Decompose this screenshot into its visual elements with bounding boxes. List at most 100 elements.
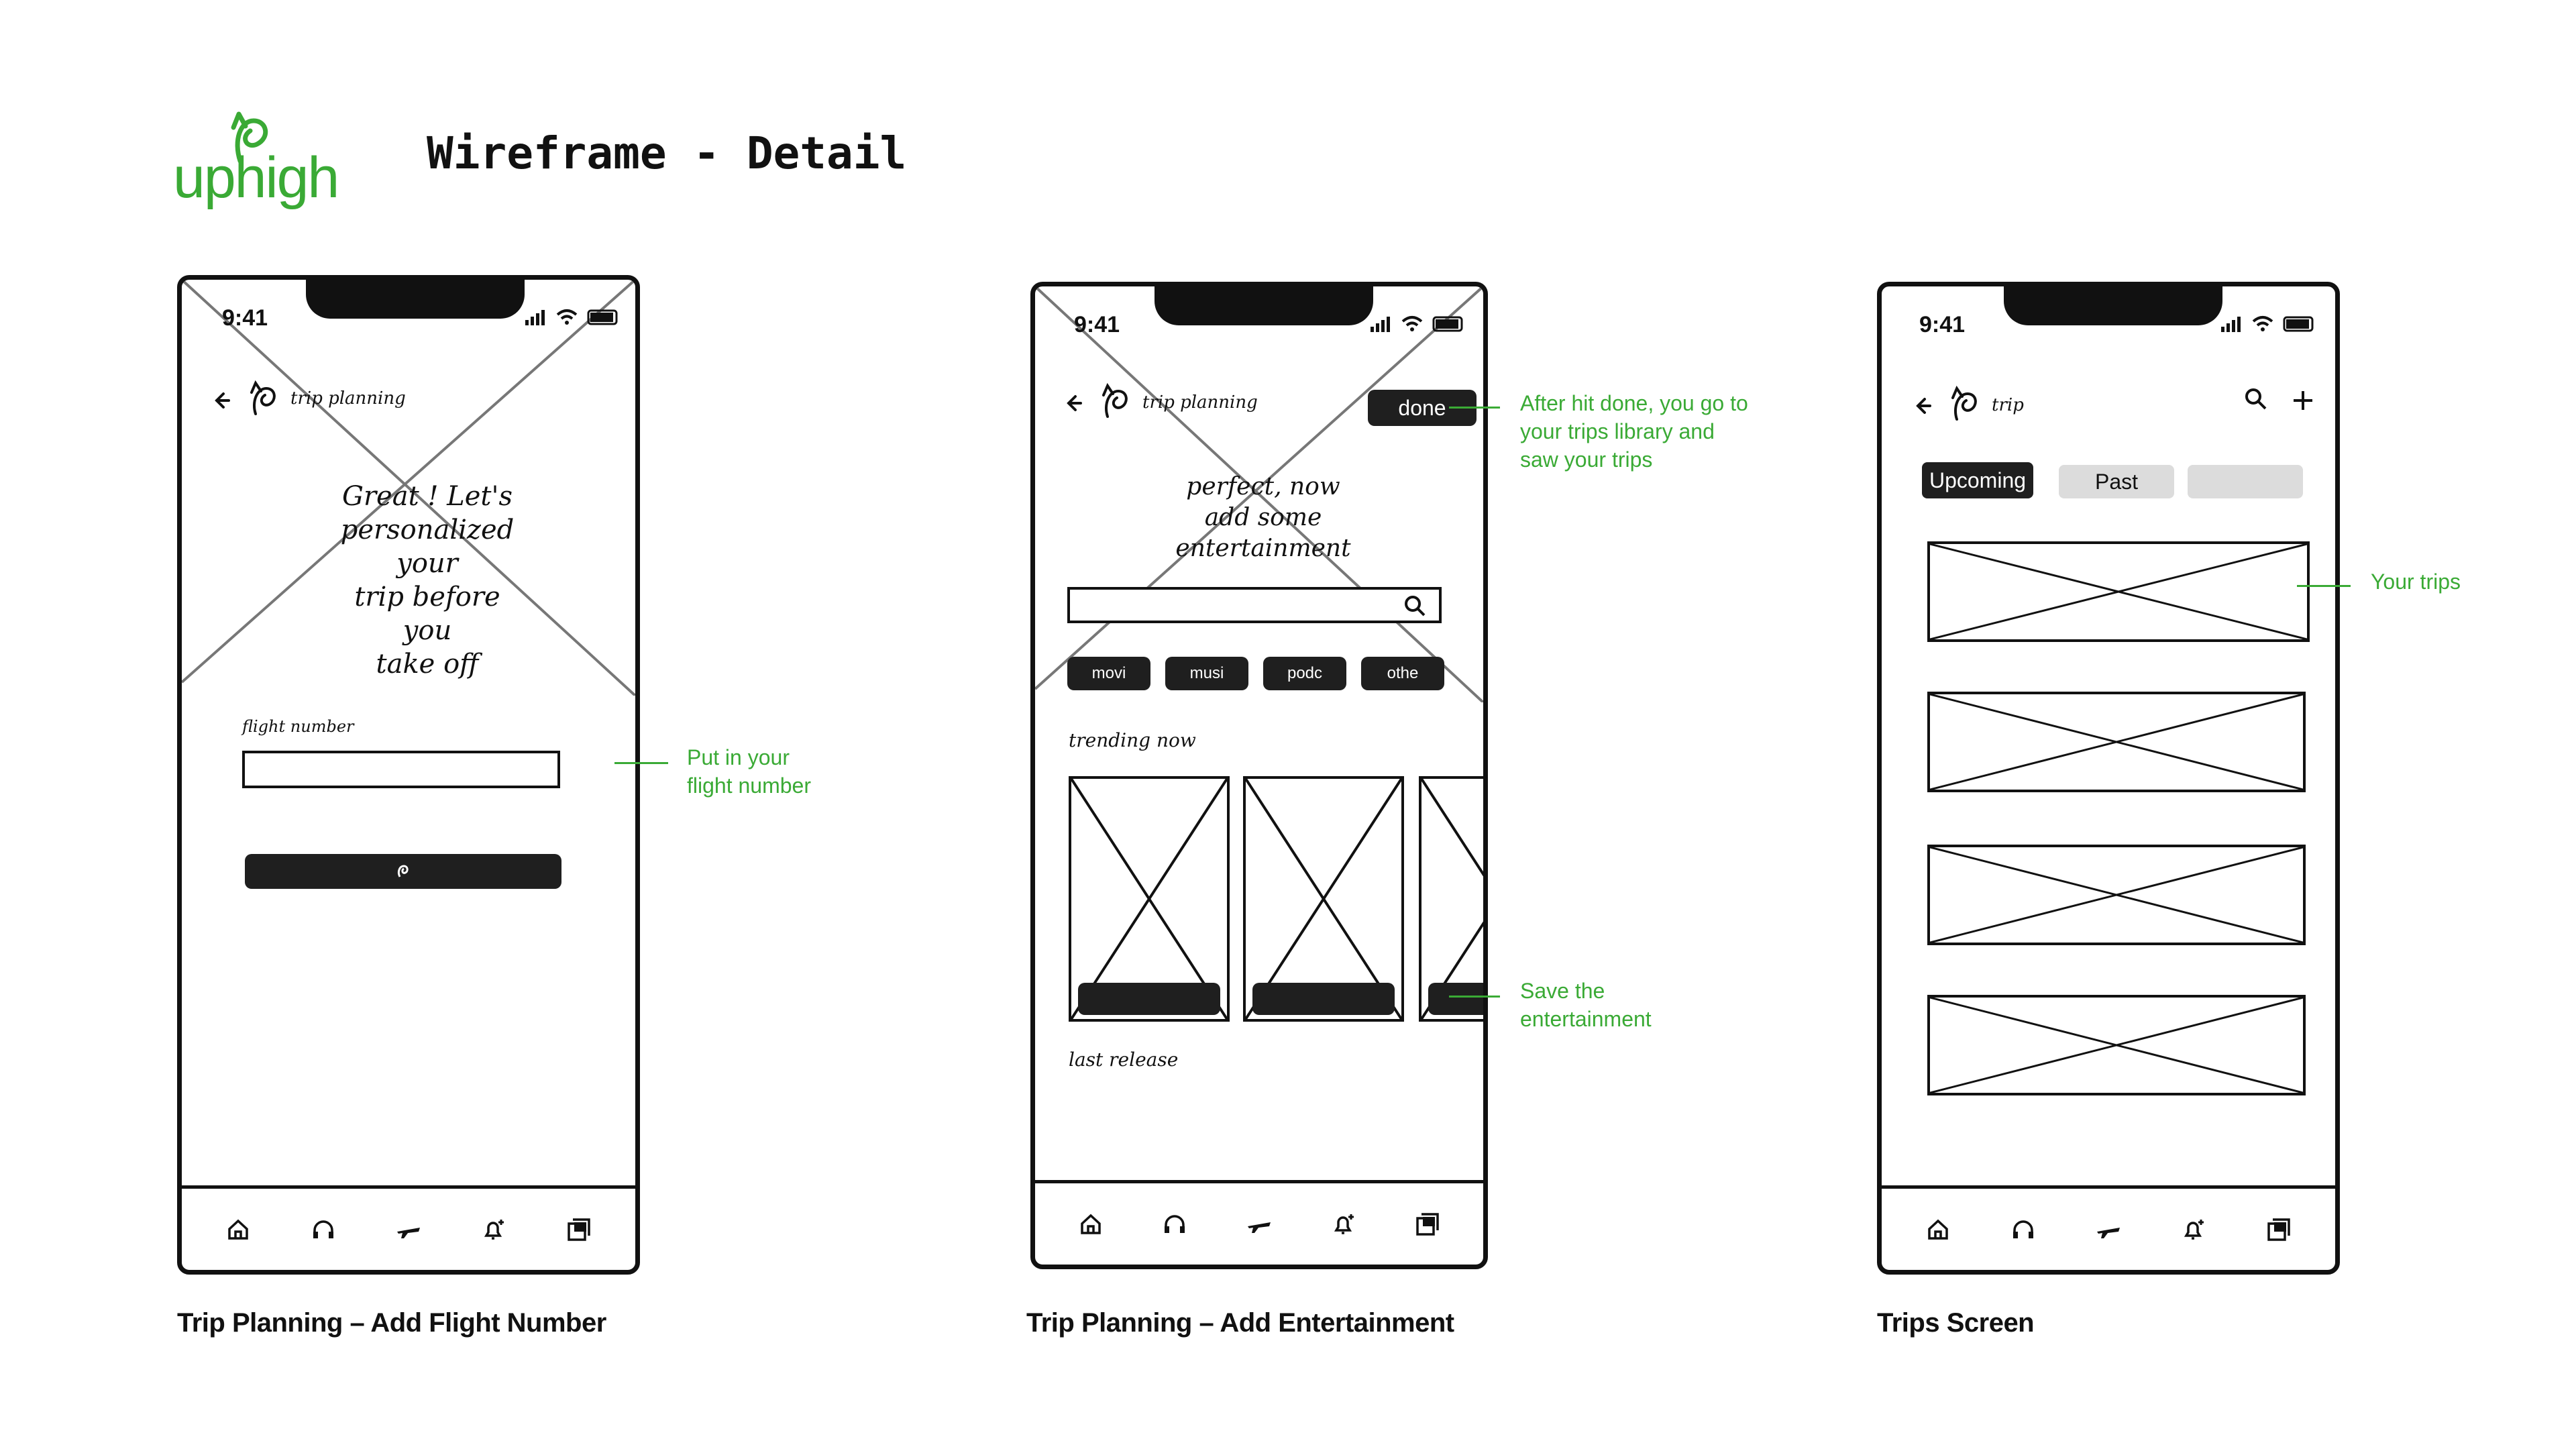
tab-other[interactable]	[2188, 465, 2303, 498]
flight-number-input[interactable]	[242, 751, 560, 788]
logo-text: uphigh	[173, 146, 339, 210]
plane-icon[interactable]	[394, 1216, 423, 1244]
search-icon[interactable]	[1403, 594, 1427, 618]
headline-line-2: add some entertainment	[1175, 504, 1351, 562]
back-arrow-icon[interactable]	[211, 388, 235, 413]
status-time: 9:41	[222, 305, 268, 331]
back-arrow-icon[interactable]	[1063, 391, 1087, 415]
flight-number-label: flight number	[242, 717, 354, 736]
library-icon[interactable]	[1413, 1210, 1442, 1238]
headline-line-4: take off	[376, 649, 479, 680]
save-entertainment-button[interactable]	[1428, 983, 1483, 1015]
tab-past[interactable]: Past	[2059, 465, 2174, 498]
annotation-save: Save the entertainment	[1520, 977, 1652, 1033]
headline-line-2: personalized your	[340, 515, 515, 579]
chip-movies[interactable]: movi	[1067, 657, 1150, 690]
trip-card[interactable]	[1927, 995, 2306, 1095]
image-placeholder	[1421, 779, 1483, 1019]
entertainment-card[interactable]	[1069, 776, 1230, 1022]
headline-line-3: trip before you	[354, 582, 500, 646]
image-placeholder	[1071, 779, 1227, 1019]
headline: Great ! Let's personalized your trip bef…	[327, 480, 528, 681]
headline: perfect, now add some entertainment	[1122, 472, 1404, 564]
headphones-icon[interactable]	[2009, 1216, 2037, 1244]
annotation-line: After hit done, you go to	[1520, 391, 1748, 415]
phone-add-flight-number: 9:41 trip planning Great ! Let's persona…	[177, 275, 640, 1275]
continue-button[interactable]	[245, 854, 561, 889]
phone-notch	[306, 280, 525, 319]
plane-icon[interactable]	[2094, 1216, 2123, 1244]
app-logo-icon	[250, 380, 276, 415]
annotation-line: flight number	[687, 773, 811, 798]
annotation-line: your trips library and	[1520, 419, 1715, 443]
page-title: Wireframe - Detail	[427, 127, 907, 179]
logo-mark-icon	[397, 865, 409, 877]
app-logo-icon	[1102, 382, 1128, 418]
chip-other[interactable]: othe	[1361, 657, 1444, 690]
entertainment-card[interactable]	[1419, 776, 1483, 1022]
add-trip-icon[interactable]	[2290, 387, 2316, 414]
uphigh-logo: uphigh	[173, 107, 339, 210]
annotation-connector	[1449, 996, 1500, 998]
annotation-line: Save the	[1520, 979, 1605, 1003]
save-entertainment-button[interactable]	[1078, 983, 1220, 1015]
placeholder-cross	[182, 280, 635, 696]
home-icon[interactable]	[1924, 1216, 1952, 1244]
status-time: 9:41	[1074, 312, 1120, 337]
annotation-line: saw your trips	[1520, 447, 1653, 472]
image-placeholder	[1246, 779, 1401, 1019]
image-placeholder	[1930, 694, 2303, 790]
search-icon[interactable]	[2243, 386, 2269, 413]
phone-add-entertainment: 9:41 trip planning done perfect, now add…	[1030, 282, 1488, 1269]
phone-notch	[1155, 286, 1373, 325]
annotation-done: After hit done, you go to your trips lib…	[1520, 389, 1748, 474]
phone-notch	[2004, 286, 2222, 325]
image-placeholder	[1930, 998, 2303, 1093]
phone-trips-screen: 9:41 trip Upcoming Past	[1877, 282, 2340, 1275]
bell-plus-icon[interactable]	[480, 1216, 508, 1244]
logo-mark-icon	[231, 111, 268, 164]
headline-line-1: perfect, now	[1186, 473, 1340, 500]
caption-screen-3: Trips Screen	[1877, 1308, 2035, 1338]
chip-music[interactable]: musi	[1165, 657, 1248, 690]
save-entertainment-button[interactable]	[1252, 983, 1395, 1015]
annotation-line: Put in your	[687, 745, 790, 769]
header-title: trip planning	[290, 388, 406, 409]
caption-screen-1: Trip Planning – Add Flight Number	[177, 1308, 606, 1338]
image-placeholder	[1930, 847, 2303, 943]
section-latest: last release	[1069, 1049, 1179, 1071]
status-time: 9:41	[1919, 312, 1966, 337]
app-logo-icon	[1951, 385, 1977, 421]
status-icons	[1371, 316, 1463, 332]
annotation-connector	[614, 762, 668, 764]
trip-card[interactable]	[1927, 845, 2306, 945]
bell-plus-icon[interactable]	[1330, 1210, 1358, 1238]
home-icon[interactable]	[1077, 1210, 1105, 1238]
bell-plus-icon[interactable]	[2180, 1216, 2208, 1244]
tab-upcoming[interactable]: Upcoming	[1922, 462, 2033, 498]
trip-card[interactable]	[1927, 541, 2310, 642]
bottom-nav	[1035, 1180, 1483, 1265]
header-title: trip planning	[1142, 392, 1258, 413]
trip-card[interactable]	[1927, 692, 2306, 792]
headphones-icon[interactable]	[309, 1216, 337, 1244]
header-title: trip	[1992, 395, 2024, 415]
home-icon[interactable]	[224, 1216, 252, 1244]
search-input[interactable]	[1067, 587, 1442, 623]
annotation-connector	[2297, 585, 2351, 587]
library-icon[interactable]	[565, 1216, 593, 1244]
status-icons	[2221, 316, 2314, 332]
entertainment-card[interactable]	[1243, 776, 1404, 1022]
library-icon[interactable]	[2265, 1216, 2293, 1244]
status-icons	[525, 309, 618, 325]
chip-podcasts[interactable]: podc	[1263, 657, 1346, 690]
caption-screen-2: Trip Planning – Add Entertainment	[1026, 1308, 1454, 1338]
back-arrow-icon[interactable]	[1913, 394, 1937, 418]
plane-icon[interactable]	[1245, 1210, 1273, 1238]
annotation-line: entertainment	[1520, 1007, 1652, 1031]
annotation-flight-number: Put in your flight number	[687, 743, 811, 800]
annotation-connector	[1449, 407, 1500, 409]
bottom-nav	[1882, 1185, 2335, 1270]
bottom-nav	[182, 1185, 635, 1270]
headphones-icon[interactable]	[1161, 1210, 1189, 1238]
